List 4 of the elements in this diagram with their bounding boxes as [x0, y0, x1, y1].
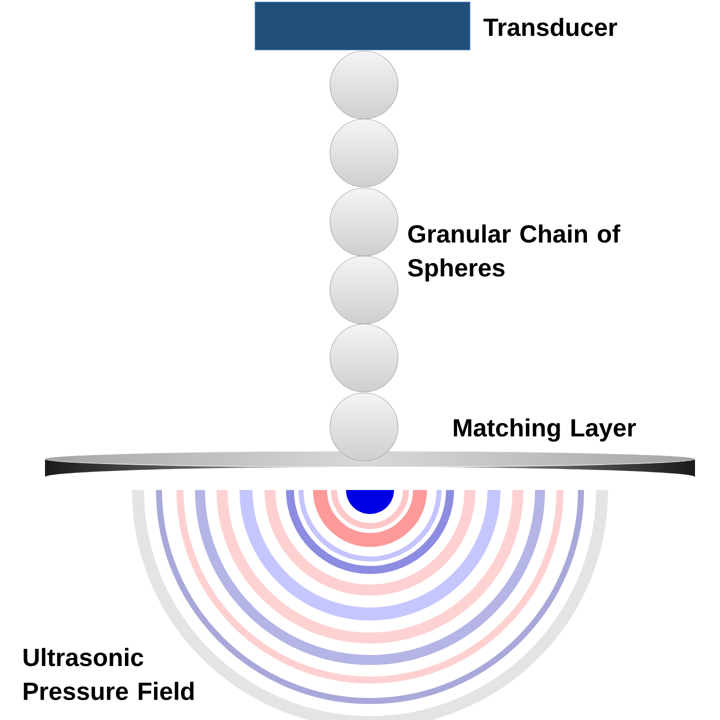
- text-label: Transducer: [484, 18, 618, 36]
- text-label: Ultrasonic Pressure Field: [24, 648, 194, 700]
- text-label: Matching Layer: [454, 418, 636, 442]
- text-label: Granular Chain of Spheres: [408, 224, 620, 282]
